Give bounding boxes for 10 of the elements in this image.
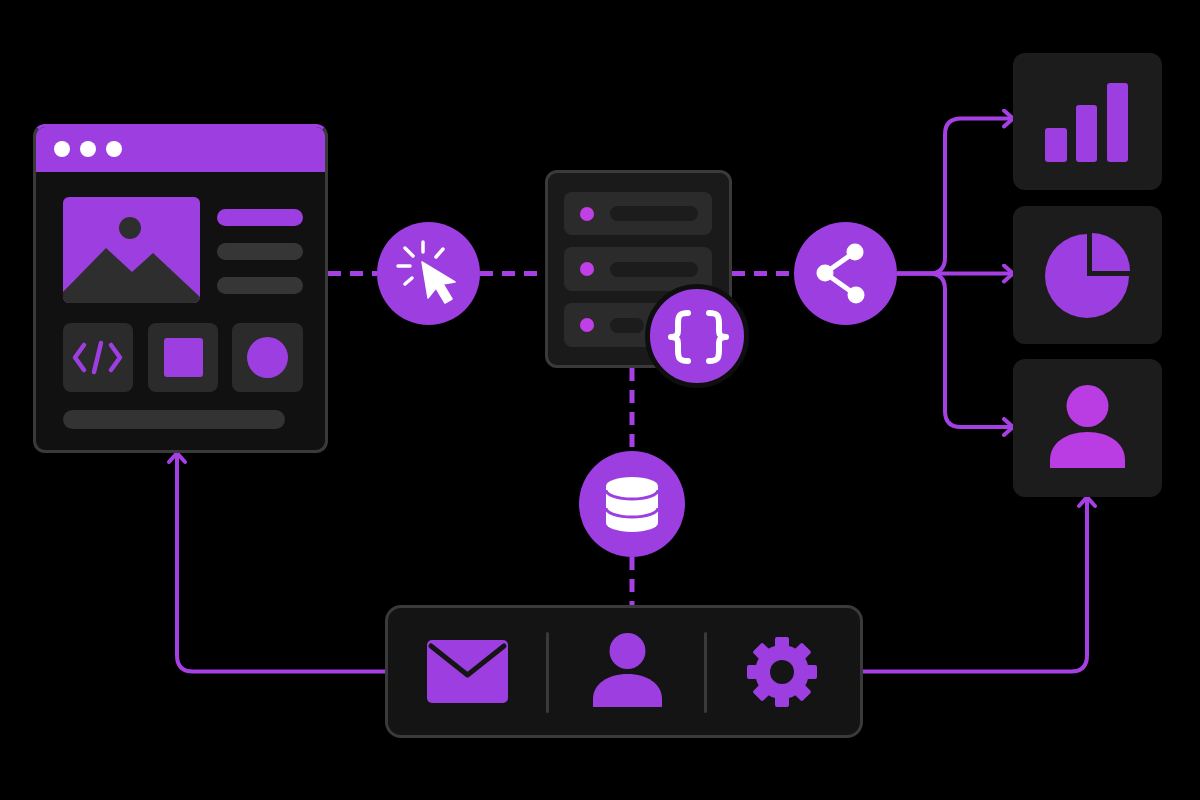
- dashboard-tile: [1013, 206, 1162, 344]
- dashboard-tile: [1013, 53, 1162, 190]
- arrow: [897, 271, 1015, 437]
- toolbar: [385, 605, 863, 738]
- dashboard-tile: [1013, 359, 1162, 497]
- arrow: [863, 495, 1097, 674]
- arrow: [167, 451, 385, 674]
- browser-window: [33, 124, 328, 453]
- dashed-connector: [328, 271, 377, 276]
- dashed-connector: [629, 557, 635, 605]
